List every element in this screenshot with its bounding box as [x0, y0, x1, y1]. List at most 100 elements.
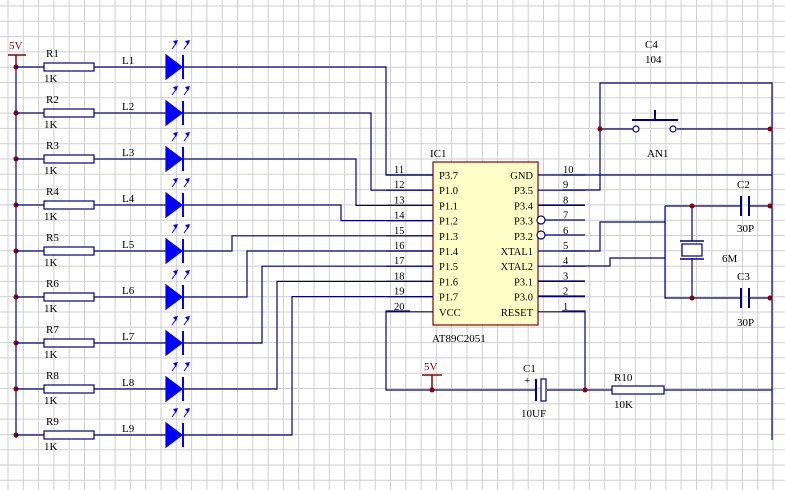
ic-pin-name: P3.3 — [514, 217, 533, 228]
ic-pin-name: XTAL1 — [501, 247, 533, 258]
ic-pin-number: 5 — [563, 241, 568, 252]
ic-part: AT89C2051 — [432, 333, 486, 345]
ic-pin-number: 13 — [394, 195, 405, 206]
crystal-value: 6M — [722, 253, 738, 265]
reset-wire — [562, 310, 586, 390]
light-arrow-head-icon — [185, 316, 190, 321]
light-arrow-head-icon — [185, 178, 190, 183]
ic-pin-name: P1.1 — [439, 201, 458, 212]
ic-pin-name: P1.5 — [439, 262, 458, 273]
ic-pin-name: VCC — [439, 308, 461, 319]
ic-pin-name: P3.7 — [439, 171, 458, 182]
ic-pin-name: P3.4 — [514, 201, 534, 212]
ic-pin-number: 17 — [394, 256, 405, 267]
ic1: IC1 AT89C2051 11P3.712P1.013P1.114P1.215… — [386, 148, 585, 345]
c1-polarity: + — [524, 375, 530, 387]
light-arrow-head-icon — [173, 224, 178, 229]
led-rows: R11KL1R21KL2R31KL3R41KL4R51KL5R61KL6R71K… — [13, 40, 433, 453]
led-diode — [165, 99, 183, 127]
led-route-wire — [183, 112, 433, 191]
resistor-body — [43, 246, 95, 256]
resistor-body — [43, 154, 95, 164]
ic-pin-number: 20 — [394, 302, 405, 313]
ic-pin-number: 3 — [563, 271, 568, 282]
ic-pin-number: 6 — [563, 226, 568, 237]
resistor-ref: R5 — [46, 232, 59, 244]
c2-ref: C2 — [737, 179, 750, 191]
led-label: L9 — [122, 423, 135, 435]
ic-pin-number: 15 — [394, 226, 405, 237]
led-label: L7 — [122, 331, 135, 343]
led-label: L6 — [122, 285, 135, 297]
led-diode — [165, 145, 183, 173]
resistor-ref: R7 — [46, 324, 59, 336]
resistor-body — [43, 430, 95, 440]
light-arrow-head-icon — [185, 408, 190, 413]
light-arrow-head-icon — [173, 40, 178, 45]
ic-pin-name: P3.1 — [514, 277, 533, 288]
led-route-wire — [183, 280, 433, 390]
resistor-body — [43, 108, 95, 118]
c1-plate-neg — [540, 378, 547, 402]
led-diode — [165, 421, 183, 449]
led-diode — [165, 375, 183, 403]
led-diode — [165, 283, 183, 311]
ic-body — [432, 161, 539, 326]
resistor-ref: R1 — [46, 48, 59, 60]
resistor-ref: R3 — [46, 140, 59, 152]
ic-pin-number: 11 — [394, 165, 404, 176]
light-arrow-head-icon — [185, 224, 190, 229]
light-arrow-head-icon — [173, 270, 178, 275]
ic-pin-name: P1.0 — [439, 186, 458, 197]
junction — [597, 126, 603, 132]
light-arrow-head-icon — [185, 362, 190, 367]
ic-pin-number: 9 — [563, 180, 568, 191]
ic-pin-name: P3.2 — [514, 232, 533, 243]
led-label: L2 — [122, 101, 134, 113]
switch-ref: C4 — [645, 39, 658, 51]
resistor-body — [43, 384, 95, 394]
junction — [582, 387, 588, 393]
ic-pin-number: 8 — [563, 195, 568, 206]
ic-pin-name: P1.4 — [439, 247, 459, 258]
junction — [767, 203, 773, 209]
resistor-ref: R2 — [46, 94, 59, 106]
light-arrow-head-icon — [185, 132, 190, 137]
ic-pin-number: 7 — [563, 211, 568, 222]
resistor-value: 1K — [44, 257, 58, 269]
resistor-value: 1K — [44, 441, 58, 453]
ic-ref: IC1 — [430, 148, 447, 160]
junction — [689, 295, 695, 301]
junction — [767, 126, 773, 132]
c2-value: 30P — [737, 223, 754, 235]
light-arrow-head-icon — [173, 316, 178, 321]
resistor-body — [43, 338, 95, 348]
ic-pin-name: XTAL2 — [501, 262, 533, 273]
light-arrow-head-icon — [185, 86, 190, 91]
resistor-ref: R4 — [46, 186, 59, 198]
led-diode — [165, 53, 183, 81]
ic-pin-number: 2 — [563, 287, 568, 298]
light-arrow-head-icon — [173, 86, 178, 91]
vcc-wire — [385, 310, 535, 391]
xtal1-wire — [562, 221, 665, 252]
junction — [767, 295, 773, 301]
resistor-value: 1K — [44, 73, 58, 85]
resistor-ref: R8 — [46, 370, 59, 382]
led-diode — [165, 237, 183, 265]
ic-pin-name: P1.2 — [439, 217, 458, 228]
led-diode — [165, 191, 183, 219]
resistor-value: 1K — [44, 119, 58, 131]
ic-pin-name: P1.3 — [439, 232, 458, 243]
switch-contact — [632, 125, 640, 133]
resistor-value: 1K — [44, 395, 58, 407]
c1-ref: C1 — [523, 363, 536, 375]
switch-value: 104 — [645, 54, 662, 66]
c3-ref: C3 — [737, 271, 750, 283]
resistor-ref: R6 — [46, 278, 59, 290]
right-circuit: C4 104 AN1 6M C2 30P — [385, 39, 773, 440]
